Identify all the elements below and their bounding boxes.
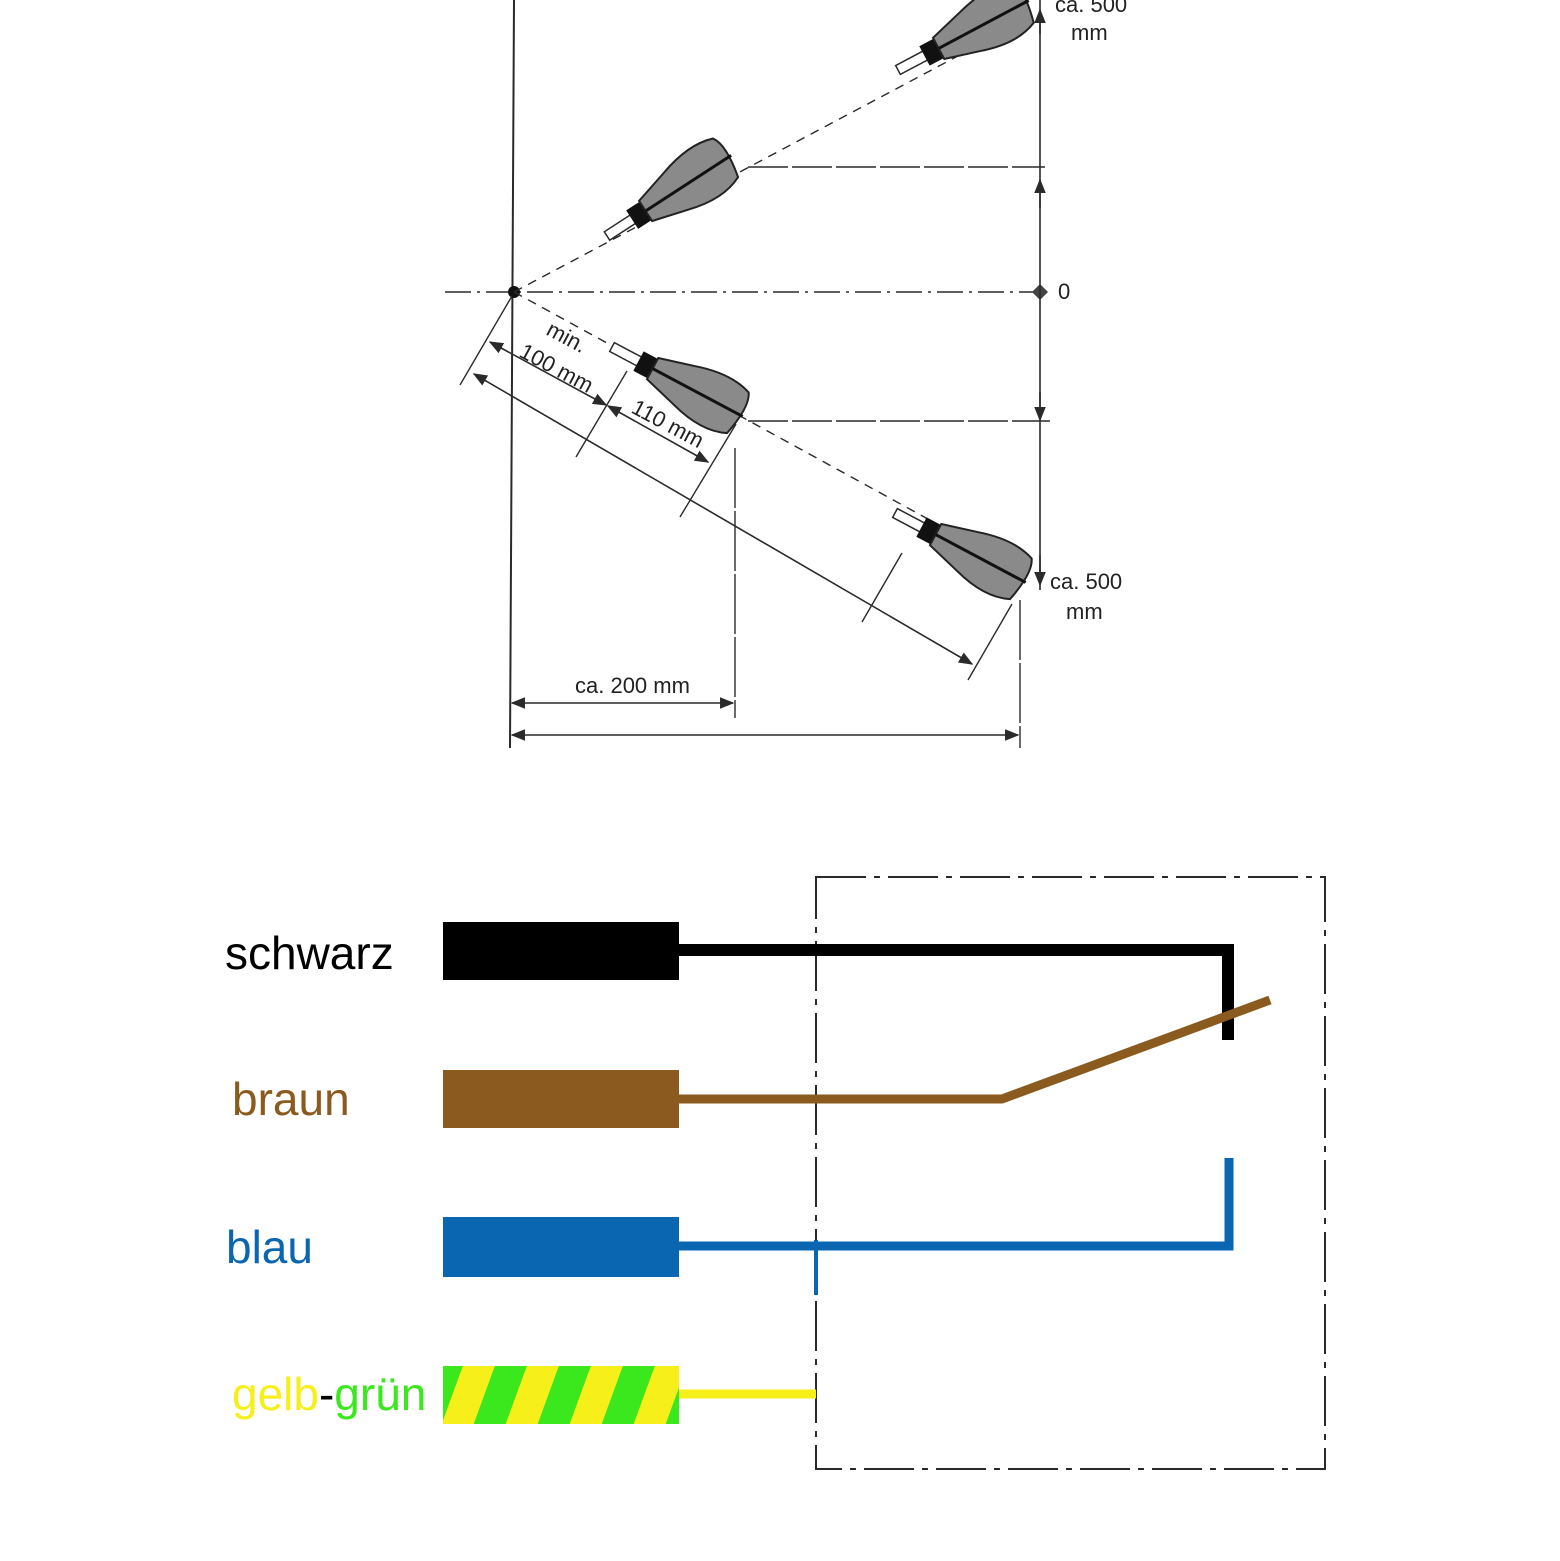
probe-top-far	[883, 0, 1044, 96]
label-schwarz: schwarz	[225, 927, 394, 979]
label-gelb: gelb	[232, 1368, 319, 1420]
zero-label: 0	[1058, 279, 1070, 304]
probe-top-near	[590, 130, 748, 261]
horizontal-dimension-label: ca. 200 mm	[575, 673, 690, 698]
label-gruen: grün	[334, 1368, 426, 1420]
label-gelb-gruen: gelb-grün	[232, 1368, 426, 1420]
label-dash: -	[319, 1368, 334, 1420]
wiring-diagram: schwarz braun blau gelb-grün	[225, 876, 1326, 1470]
vertical-axis-line	[509, 0, 515, 749]
min-distance-label: 100 mm	[516, 338, 598, 397]
slant-dimension-total	[472, 373, 974, 665]
yellow-green-wire-sleeve	[443, 1366, 679, 1424]
upper-probe-axis	[513, 14, 1036, 293]
blue-wire-sleeve	[443, 1217, 679, 1277]
blue-wire	[679, 1158, 1234, 1251]
brown-wire	[679, 995, 1272, 1104]
top-right-dimension-unit: mm	[1071, 20, 1108, 45]
black-wire-sleeve	[443, 922, 679, 980]
probe-bottom-far	[880, 486, 1041, 609]
label-blau: blau	[226, 1221, 313, 1273]
brown-wire-sleeve	[443, 1070, 679, 1128]
housing-boundary	[815, 876, 1326, 1470]
label-braun: braun	[232, 1073, 350, 1125]
bottom-right-dimension-unit: mm	[1066, 599, 1103, 624]
bottom-right-dimension-label: ca. 500	[1050, 569, 1122, 594]
probe-geometry-drawing: ca. 500 mm 0 ca. 500 mm min. 100 mm 110 …	[445, 0, 1127, 749]
top-right-dimension-label: ca. 500	[1055, 0, 1127, 17]
black-wire	[679, 944, 1234, 1040]
